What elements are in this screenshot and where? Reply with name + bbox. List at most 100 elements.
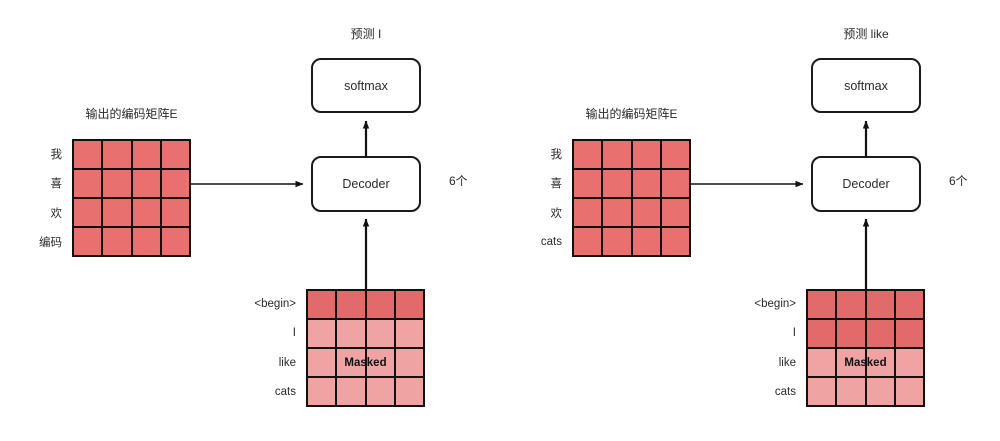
matrix-cell [161,170,189,197]
matrix-cell [395,320,423,347]
row-label: 欢 [550,207,563,220]
encoder-output-matrix [72,139,191,257]
matrix-cell [366,291,394,318]
matrix-cell [395,291,423,318]
matrix-cell [837,291,865,318]
matrix-cell [808,291,836,318]
row-label: 喜 [550,178,563,191]
matrix-cell [866,291,894,318]
matrix-cell [574,141,602,168]
prediction-title: 预测 I [350,27,382,41]
matrix-cell [632,199,660,226]
matrix-cell [308,291,336,318]
masked-row-labels: <begin> I like cats [746,289,806,407]
matrix-cell [837,378,865,405]
matrix-cell [74,228,102,255]
matrix-cell [808,349,836,376]
matrix-cell [74,141,102,168]
encoder-row-labels: 我 喜 欢 cats [500,139,572,257]
matrix-cell [837,320,865,347]
decoder-node[interactable]: Decoder [311,156,421,212]
matrix-cell [337,349,365,376]
matrix-cell [308,320,336,347]
matrix-cell [574,170,602,197]
row-label: 欢 [50,207,63,220]
matrix-cell [632,141,660,168]
matrix-cell [132,199,160,226]
matrix-cell [103,199,131,226]
decoder-node[interactable]: Decoder [811,156,921,212]
matrix-cell [866,320,894,347]
matrix-cell [337,378,365,405]
matrix-cell [337,320,365,347]
matrix-cell [808,378,836,405]
matrix-cell [632,228,660,255]
row-label: I [792,327,796,340]
row-label: like [278,356,296,369]
masked-row-labels: <begin> I like cats [246,289,306,407]
matrix-cell [161,199,189,226]
decoding-step-panel-1: 预测 I softmax Decoder 6个 输出的编码矩阵E 我 喜 欢 编… [0,27,468,407]
matrix-cell [632,170,660,197]
matrix-cell [161,141,189,168]
prediction-title: 预测 like [843,27,889,41]
matrix-cell [103,170,131,197]
matrix-cell [132,228,160,255]
row-label: 编码 [39,237,62,250]
matrix-cell [161,228,189,255]
matrix-cell [808,320,836,347]
softmax-node[interactable]: softmax [811,58,921,113]
row-label: like [778,356,796,369]
row-label: cats [540,236,562,249]
matrix-cell [337,291,365,318]
encoder-matrix-title: 输出的编码矩阵E [585,107,678,121]
matrix-cell [603,170,631,197]
row-label: 喜 [50,178,63,191]
matrix-cell [308,378,336,405]
matrix-cell [103,228,131,255]
matrix-cell [74,199,102,226]
matrix-cell [661,170,689,197]
matrix-cell [395,378,423,405]
matrix-cell [895,378,923,405]
matrix-cell [603,141,631,168]
matrix-cell [366,349,394,376]
encoder-row-labels: 我 喜 欢 编码 [0,139,72,257]
row-label: 我 [550,148,563,161]
matrix-cell [603,228,631,255]
matrix-cell [866,378,894,405]
matrix-cell [395,349,423,376]
matrix-cell [603,199,631,226]
decoding-step-panel-2: 预测 like softmax Decoder 6个 输出的编码矩阵E 我 喜 … [500,0,1000,441]
matrix-cell [132,141,160,168]
matrix-cell [366,378,394,405]
matrix-cell [574,199,602,226]
matrix-cell [661,141,689,168]
matrix-cell [103,141,131,168]
matrix-cell [574,228,602,255]
matrix-cell [895,320,923,347]
row-label: <begin> [754,297,796,310]
masked-attention-matrix [306,289,425,407]
matrix-cell [366,320,394,347]
masked-attention-matrix [806,289,925,407]
matrix-cell [132,170,160,197]
matrix-cell [895,349,923,376]
decoder-count-label: 6个 [449,174,468,188]
row-label: <begin> [254,297,296,310]
matrix-cell [661,228,689,255]
decoder-count-label: 6个 [949,174,968,188]
matrix-cell [866,349,894,376]
matrix-cell [74,170,102,197]
row-label: cats [274,386,296,399]
matrix-cell [661,199,689,226]
matrix-cell [895,291,923,318]
row-label: cats [774,386,796,399]
matrix-cell [837,349,865,376]
row-label: 我 [50,148,63,161]
row-label: I [292,327,296,340]
softmax-node[interactable]: softmax [311,58,421,113]
encoder-matrix-title: 输出的编码矩阵E [85,107,178,121]
encoder-output-matrix [572,139,691,257]
